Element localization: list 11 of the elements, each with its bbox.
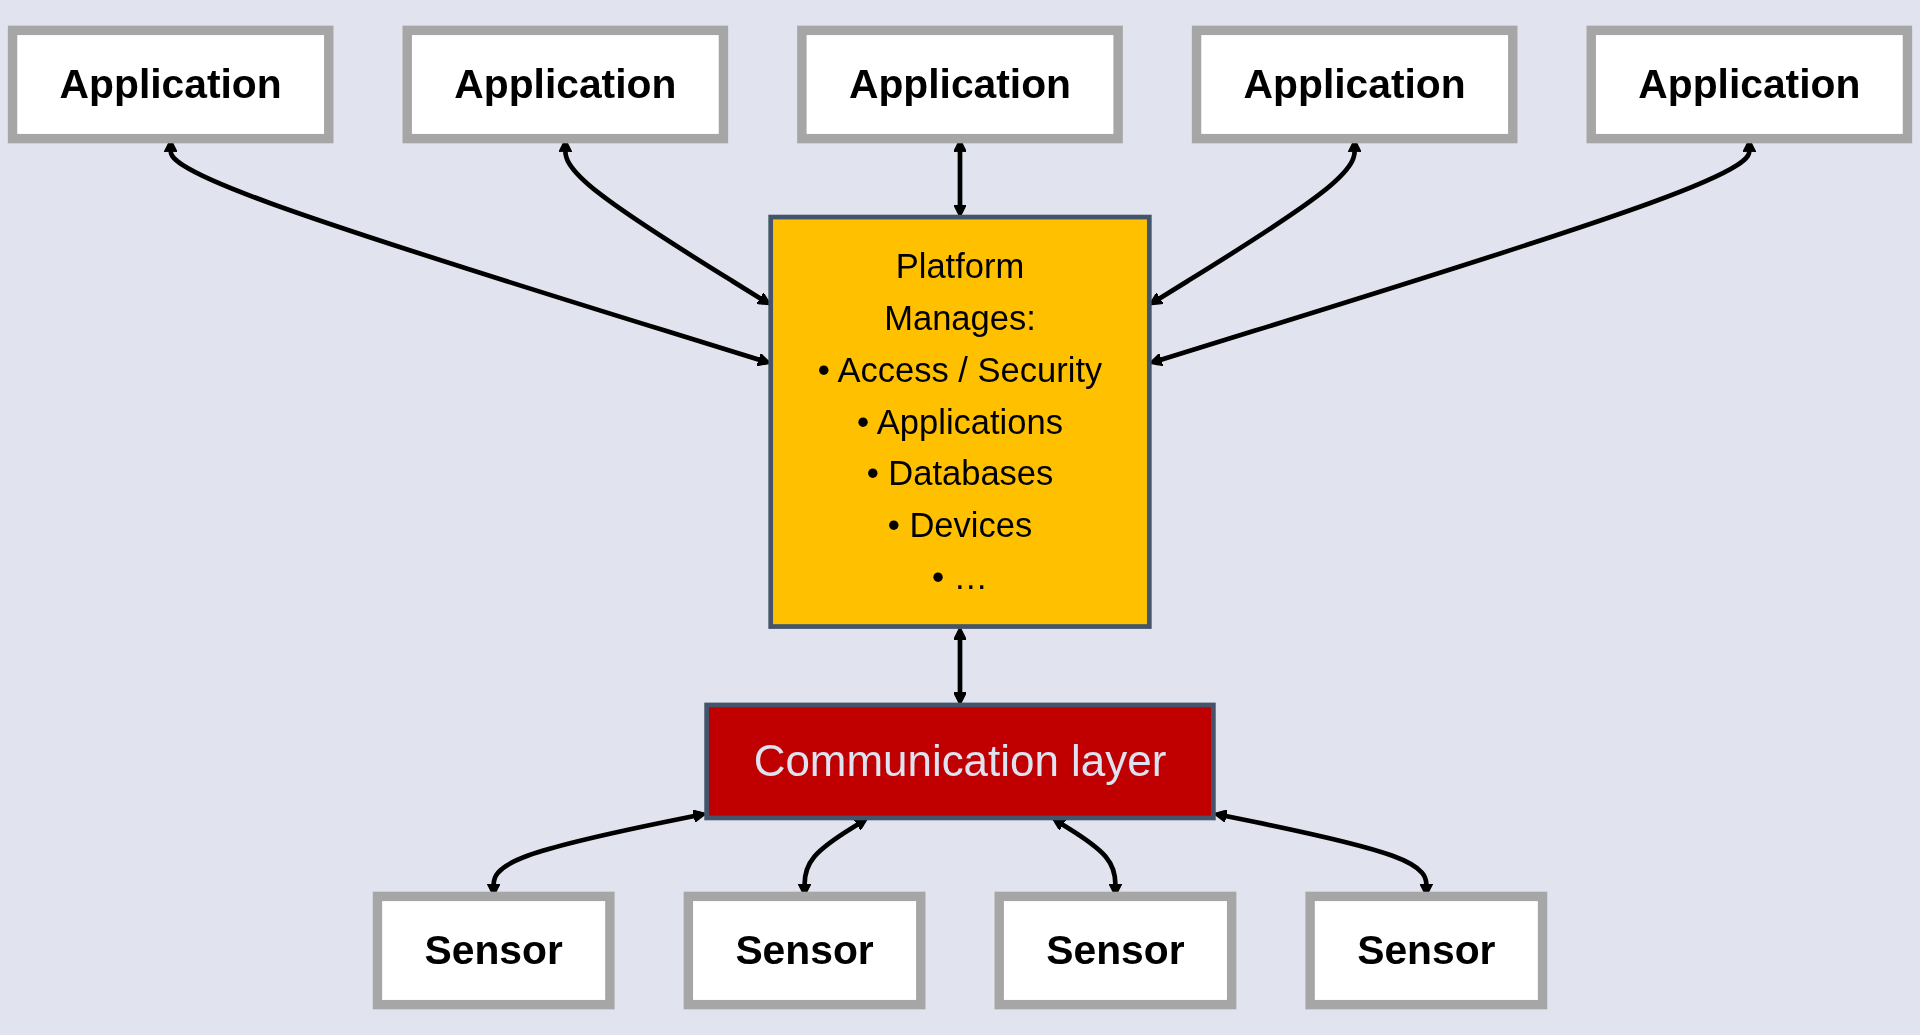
- node-box: Sensor: [683, 891, 926, 1010]
- node-box: Platform Manages: • Access / Security • Applications • Databases • Devices • …: [768, 214, 1152, 629]
- node-box: Sensor: [372, 891, 615, 1010]
- node-box: Application: [402, 25, 729, 144]
- node-box: Sensor: [1305, 891, 1548, 1010]
- node-box: Application: [1586, 25, 1913, 144]
- node-box: Application: [7, 25, 334, 144]
- node-box: Sensor: [994, 891, 1237, 1010]
- node-box: Application: [797, 25, 1123, 144]
- node-box: Application: [1191, 25, 1518, 144]
- node-box: Communication layer: [704, 702, 1216, 821]
